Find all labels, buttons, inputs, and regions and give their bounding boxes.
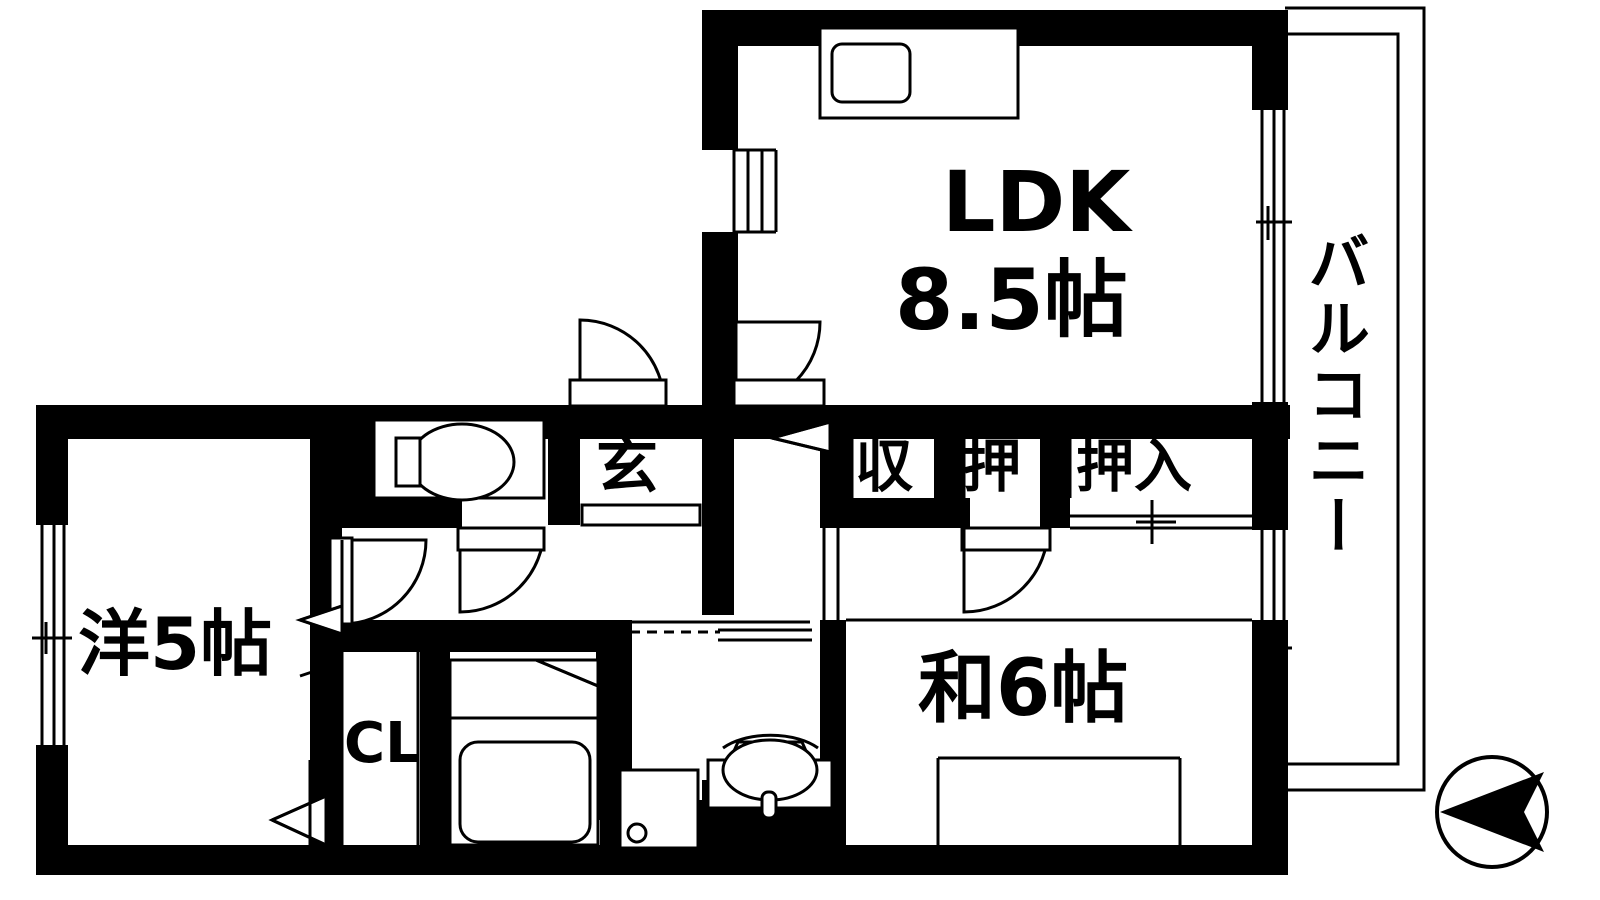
sliding-door-bath (535, 658, 600, 689)
door-arc-storage (960, 526, 1052, 614)
door-arc-hall-left (328, 536, 428, 626)
toilet-fixture (372, 418, 546, 502)
balcony-outline (1285, 6, 1426, 792)
room-label-ldk-line2: 8.5帖 (895, 251, 1128, 349)
fusuma-oshiire (1070, 500, 1252, 544)
door-arc-toilet (456, 526, 546, 614)
window-ldk-west (732, 148, 778, 234)
sliding-door-yoshitsu (268, 760, 328, 848)
room-label-yoshitsu: 洋5帖 (78, 602, 273, 686)
room-label-ldk-line1: LDK (942, 153, 1131, 251)
sliding-door-washitsu-balcony (1256, 530, 1292, 860)
door-arc-entry (732, 320, 826, 408)
hall-lines (822, 525, 840, 620)
sliding-door-ldk-balcony (1256, 110, 1292, 402)
closet-cl-lines (340, 652, 420, 845)
room-label-oshiire: 押入 (1076, 432, 1193, 500)
washing-machine-pan (618, 768, 700, 850)
door-arrow-yoshitsu-hall (295, 603, 344, 678)
room-label-balcony: バルコニー (1297, 230, 1370, 560)
room-label-genkan: 玄 (596, 429, 659, 502)
interior-lines (32, 26, 1292, 870)
washitsu-interior (846, 618, 1252, 845)
window-yoshitsu-west (32, 525, 72, 745)
walls (36, 10, 1290, 875)
room-label-cl: CL (344, 711, 421, 776)
room-label-oshi: 押 (963, 432, 1022, 500)
washbasin-fixture (706, 733, 834, 820)
room-label-shuunou: 収 (855, 432, 914, 500)
compass-rose (1435, 755, 1549, 869)
room-label-washitsu: 和6帖 (918, 644, 1129, 734)
door-arrow-hall-storage (766, 420, 832, 454)
door-arc-ldk (568, 318, 668, 408)
storage-boxes (850, 439, 1072, 498)
bathroom-fixture (448, 658, 600, 870)
